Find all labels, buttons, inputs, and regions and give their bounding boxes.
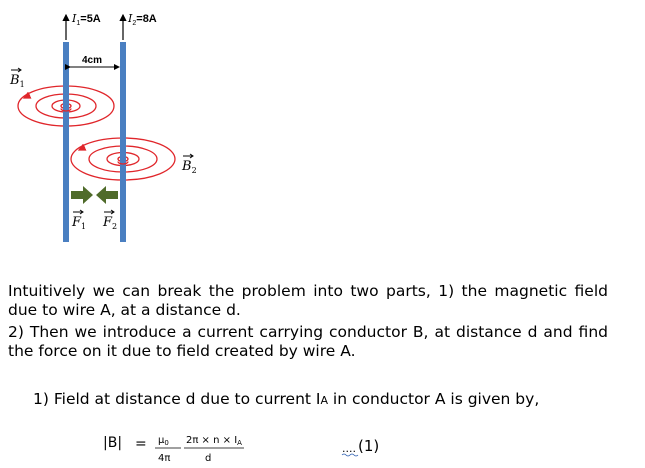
paragraph-step-2: 2) Then we introduce a current carrying … — [8, 323, 608, 360]
frac1-denominator: 4π — [158, 453, 170, 464]
f1-label: F1 — [71, 215, 86, 231]
distance-label: 4cm — [82, 55, 102, 66]
b1-label: B1 — [9, 73, 25, 89]
wire-2 — [120, 42, 126, 242]
list-item-1: 1) Field at distance d due to current IA… — [33, 390, 609, 410]
equation-equals: = — [135, 436, 147, 452]
paragraph-intro: Intuitively we can break the problem int… — [8, 282, 608, 319]
b2-label: B2 — [181, 159, 197, 175]
list-item-text: Field at distance d due to current I — [53, 390, 321, 408]
force-arrow-1 — [71, 186, 93, 204]
f2-label: F2 — [102, 215, 117, 231]
list-item-number: 1) — [33, 390, 49, 408]
equation-prefix-dots: .... — [342, 442, 356, 455]
magnetic-force-diagram: I1=5A I2=8A 4cm B1 B2 — [9, 12, 197, 242]
current-label-1: I1=5A — [71, 12, 101, 27]
wire-1 — [63, 42, 69, 242]
equation-lhs: |B| — [103, 435, 122, 451]
field-direction-arrow-1 — [22, 91, 32, 99]
current-label-2: I2=8A — [127, 12, 157, 27]
list-item-rest: in conductor A is given by, — [328, 390, 540, 408]
equation-number: (1) — [358, 437, 379, 455]
force-arrow-2 — [96, 186, 118, 204]
field-direction-arrow-2 — [77, 143, 87, 151]
frac2-numerator: 2π × n × IA — [186, 435, 242, 447]
list-item-subscript: A — [320, 394, 328, 407]
frac2-denominator: d — [205, 453, 211, 464]
frac1-numerator: μ0 — [158, 435, 169, 447]
